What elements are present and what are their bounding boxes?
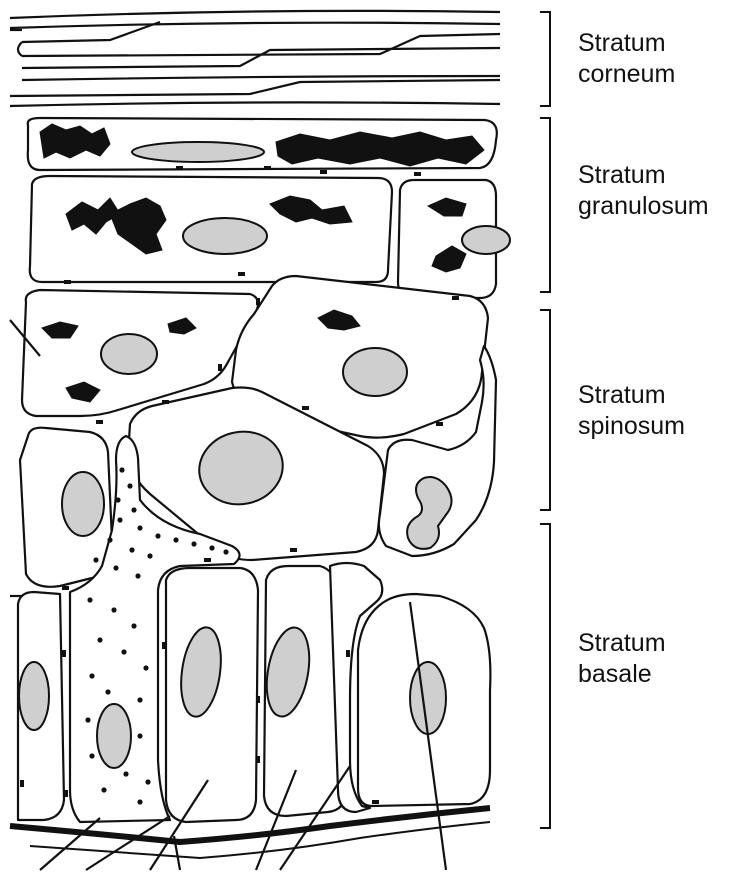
label-basale-line2: basale [578,659,666,690]
bracket-corneum [540,12,550,106]
bracket-granulosum [540,118,550,292]
layer-brackets [540,12,550,828]
label-granulosum-line2: granulosum [578,191,709,222]
label-stratum-granulosum: Stratum granulosum [578,160,709,222]
label-stratum-corneum: Stratum corneum [578,28,675,90]
bracket-spinosum [540,310,550,510]
label-corneum-line2: corneum [578,59,675,90]
stratum-granulosum-cells [28,118,510,298]
label-stratum-basale: Stratum basale [578,628,666,690]
label-basale-line1: Stratum [578,628,666,659]
bracket-basale [540,524,550,828]
stratum-corneum-cells [10,11,500,106]
label-stratum-spinosum: Stratum spinosum [578,380,685,442]
label-spinosum-line2: spinosum [578,411,685,442]
label-spinosum-line1: Stratum [578,380,685,411]
stratum-spinosum-cells [20,276,496,587]
label-corneum-line1: Stratum [578,28,675,59]
label-granulosum-line1: Stratum [578,160,709,191]
